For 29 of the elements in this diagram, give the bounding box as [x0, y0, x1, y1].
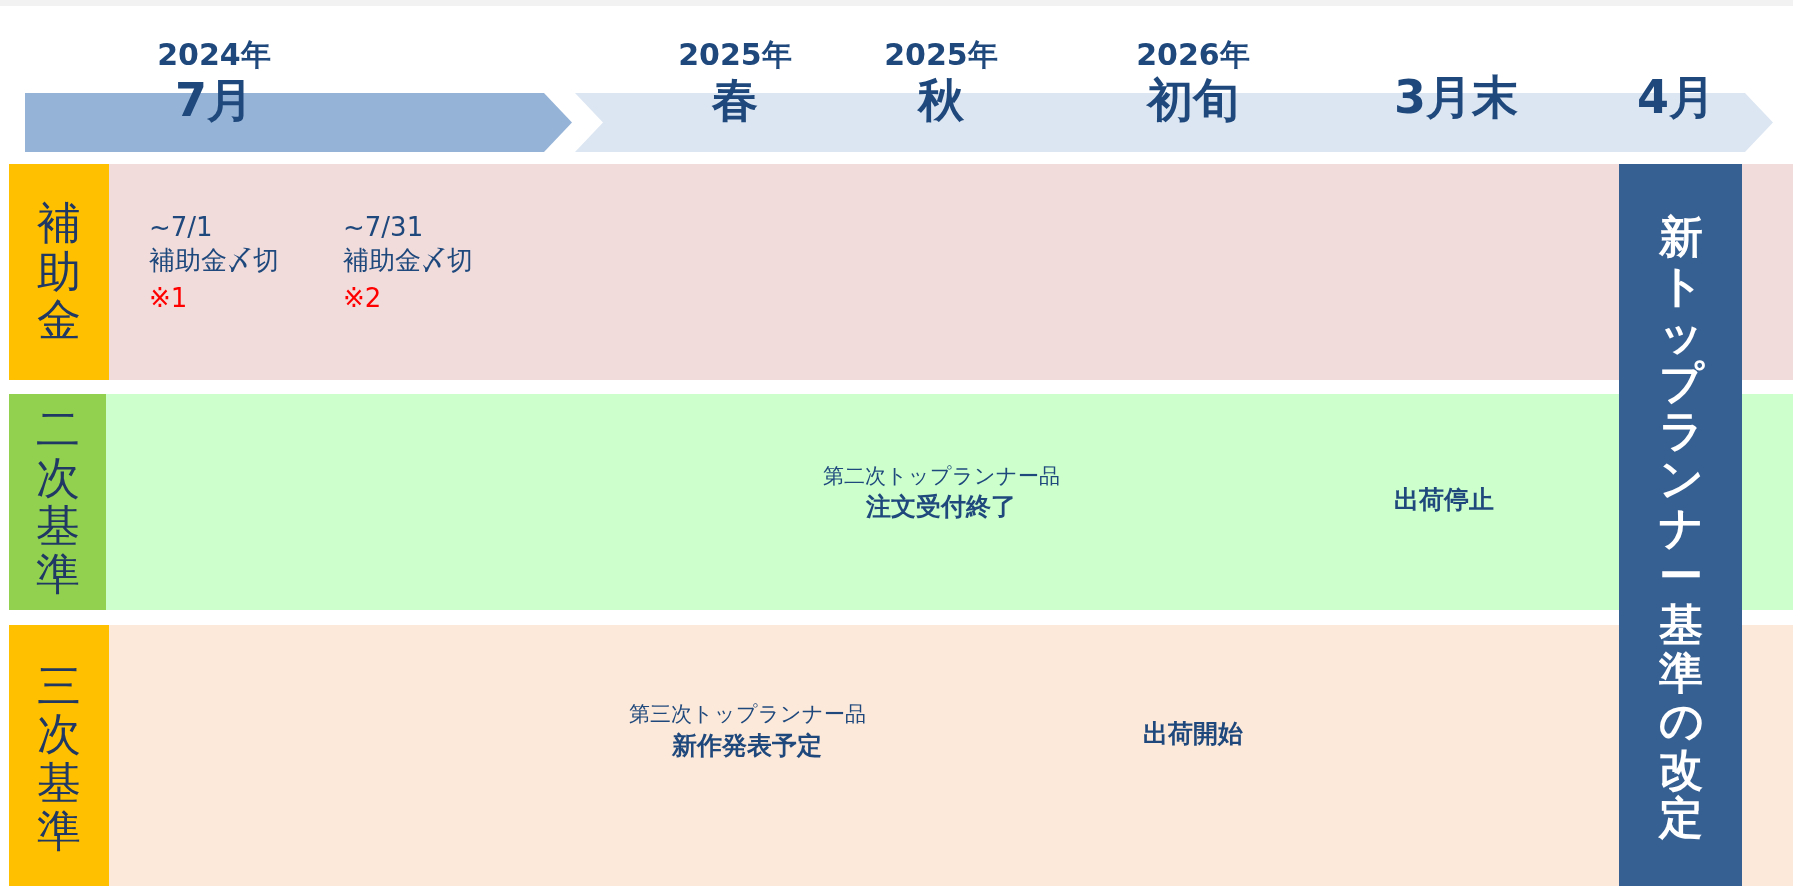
row-header — [9, 394, 106, 610]
date-text: ~7/1 — [149, 214, 213, 240]
row-title: 二次基準 — [35, 405, 80, 599]
event-subtitle: 第二次トップランナー品 — [822, 465, 1060, 487]
year-label: 2026年 — [1136, 40, 1250, 70]
revision-box — [1619, 164, 1742, 886]
event-text: 出荷停止 — [1394, 486, 1494, 512]
year-label: 2025年 — [884, 40, 998, 70]
period-label: 春 — [712, 77, 758, 123]
revision-title: 新トップランナー基準の改定 — [1658, 213, 1703, 843]
row-title: 三次基準 — [37, 661, 81, 856]
period-label: 初旬 — [1147, 77, 1239, 123]
period-label: 3月末 — [1394, 74, 1518, 120]
event-text: 出荷開始 — [1143, 720, 1243, 746]
event-text: 注文受付終了 — [866, 493, 1016, 519]
year-label: 2024年 — [157, 40, 271, 70]
period-label: 4月 — [1637, 74, 1715, 120]
row-title: 補助金 — [37, 199, 81, 345]
event-text: 新作発表予定 — [672, 732, 822, 758]
row-header — [9, 625, 109, 886]
footnote-mark: ※1 — [149, 285, 188, 311]
event-text: 補助金〆切 — [343, 247, 473, 273]
row-header — [9, 164, 109, 380]
period-label: 秋 — [918, 77, 964, 123]
year-label: 2025年 — [678, 40, 792, 70]
date-text: ~7/31 — [343, 214, 424, 240]
event-subtitle: 第三次トップランナー品 — [628, 703, 866, 725]
footnote-mark: ※2 — [343, 285, 382, 311]
event-text: 補助金〆切 — [149, 247, 279, 273]
